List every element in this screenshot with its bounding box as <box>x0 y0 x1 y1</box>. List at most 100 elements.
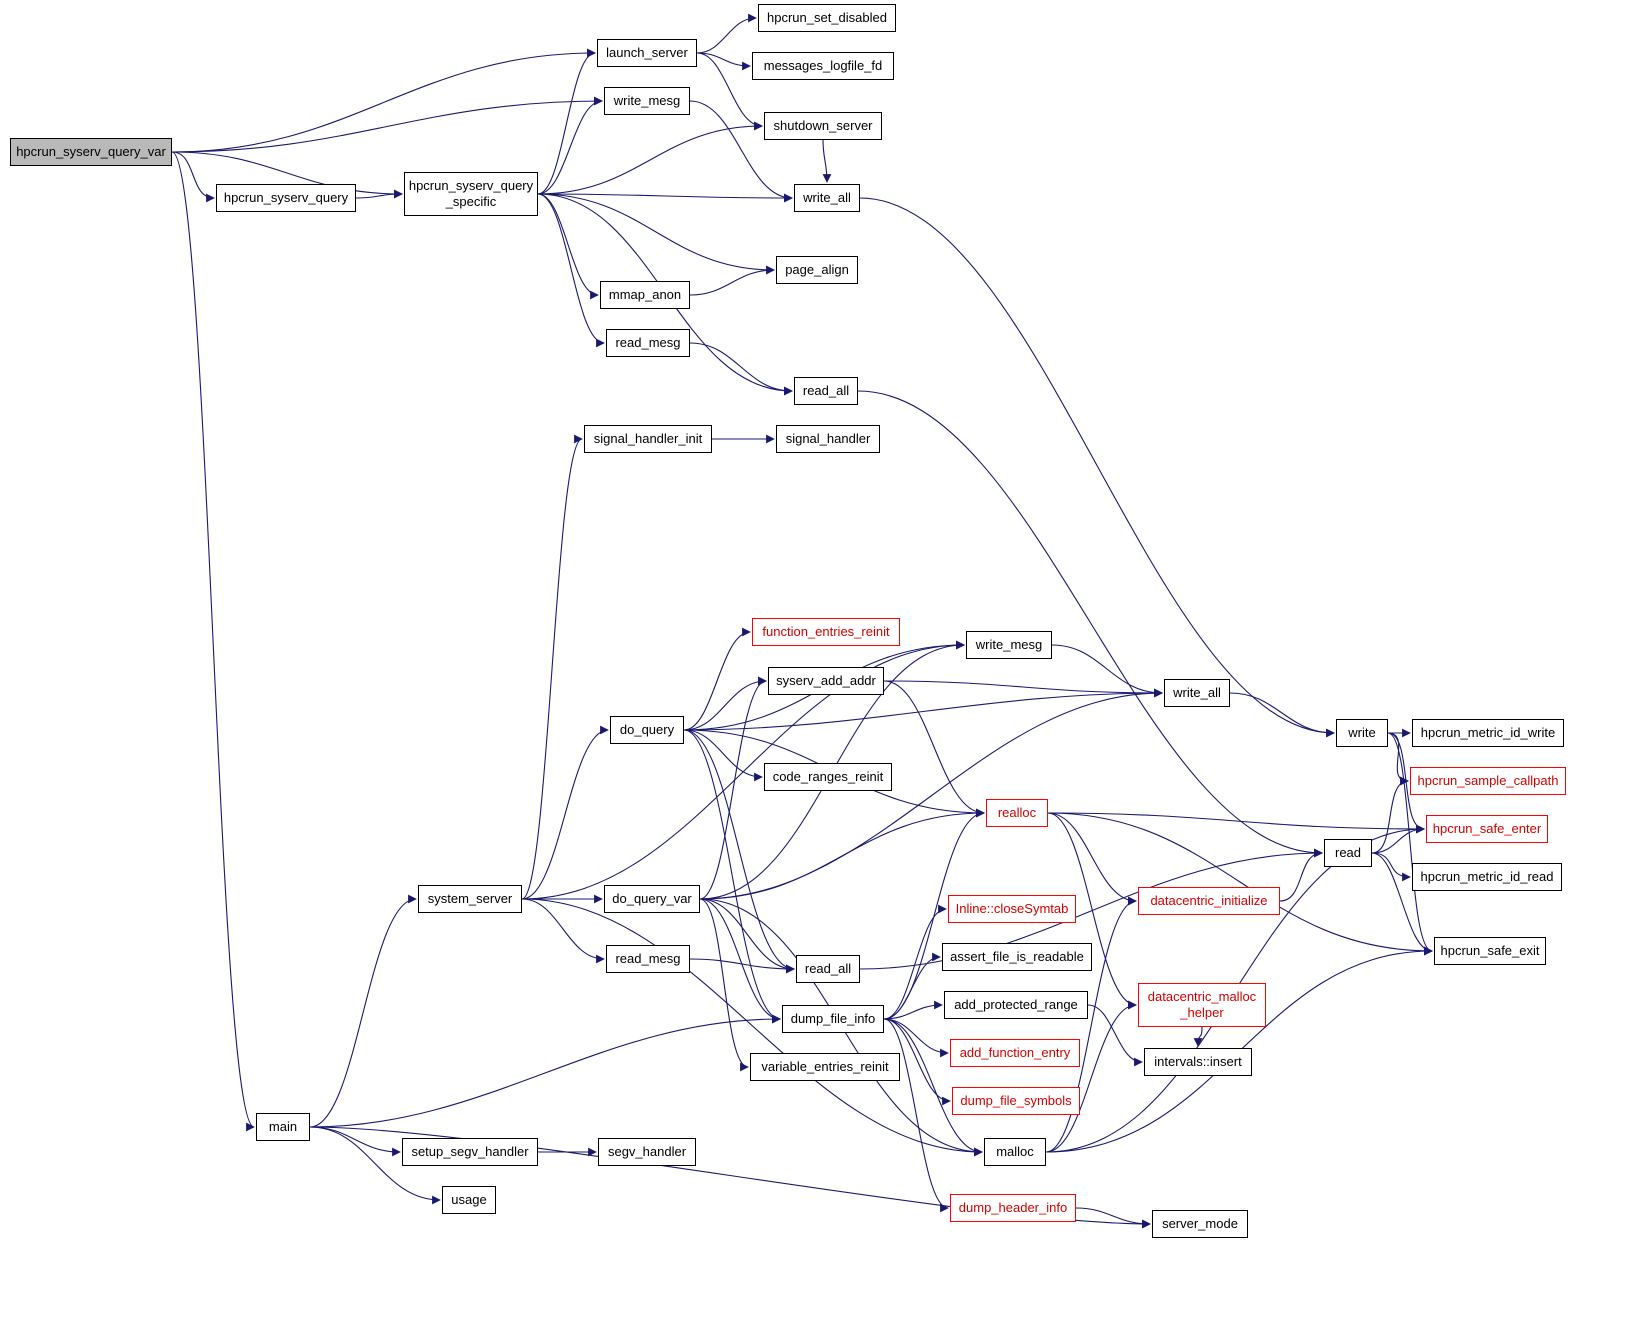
edge-do_query_var-ver <box>699 898 749 1072</box>
edge-dump_file_info-malloc <box>883 1018 983 1157</box>
edge-malloc-dc_malloc <box>1045 1000 1137 1153</box>
graph-node-safe_enter[interactable]: hpcrun_safe_enter <box>1426 815 1548 843</box>
graph-node-page_align[interactable]: page_align <box>776 256 858 284</box>
graph-node-write_all2[interactable]: write_all <box>1164 679 1230 707</box>
graph-node-read_all1[interactable]: read_all <box>794 377 858 405</box>
edge-do_query-crr <box>683 729 763 782</box>
graph-node-qvar[interactable]: hpcrun_syserv_query_var <box>10 138 172 166</box>
graph-node-add_prot[interactable]: add_protected_range <box>944 991 1088 1019</box>
edge-qspec-page_align <box>537 193 775 275</box>
edge-write-safe_exit <box>1387 732 1433 956</box>
graph-node-mmap_anon[interactable]: mmap_anon <box>600 281 690 309</box>
graph-node-write[interactable]: write <box>1336 719 1388 747</box>
edge-dump_file_info-dump_header <box>883 1018 949 1213</box>
graph-node-qspec[interactable]: hpcrun_syserv_query _specific <box>404 172 538 216</box>
graph-node-ver[interactable]: variable_entries_reinit <box>750 1053 900 1081</box>
graph-node-sh_init[interactable]: signal_handler_init <box>584 425 712 453</box>
edge-qspec-shutdown <box>537 121 763 195</box>
graph-node-dump_file_info[interactable]: dump_file_info <box>782 1005 884 1033</box>
edge-read-sample_cp <box>1371 776 1409 854</box>
edge-write_all2-write <box>1229 692 1335 738</box>
graph-node-query[interactable]: hpcrun_syserv_query <box>216 184 356 212</box>
graph-node-dump_header[interactable]: dump_header_info <box>950 1194 1076 1222</box>
graph-node-read[interactable]: read <box>1324 839 1372 867</box>
graph-node-system_server[interactable]: system_server <box>418 885 522 913</box>
edge-realloc-dc_init <box>1047 812 1137 906</box>
edge-read_all2-read <box>859 848 1323 970</box>
graph-node-do_query_var[interactable]: do_query_var <box>604 885 700 913</box>
edge-do_query_var-dump_file_info <box>699 898 781 1024</box>
edge-qspec-launch_server <box>537 48 596 195</box>
graph-node-sample_cp[interactable]: hpcrun_sample_callpath <box>1410 767 1566 795</box>
edge-main-usage <box>309 1126 441 1205</box>
edge-dump_file_info-realloc <box>883 808 985 1020</box>
graph-node-dump_syms[interactable]: dump_file_symbols <box>952 1087 1080 1115</box>
edge-launch_server-shutdown <box>696 52 763 131</box>
edge-main-dump_file_info <box>309 1014 781 1128</box>
edge-read-safe_exit <box>1371 852 1433 956</box>
edge-add_addr-write_all2 <box>883 680 1163 698</box>
graph-node-read_all2[interactable]: read_all <box>796 955 860 983</box>
edge-do_query_var-write_all2 <box>699 688 1163 900</box>
edge-system_server-do_query <box>521 725 609 900</box>
edge-malloc-dc_init <box>1045 896 1137 1153</box>
edge-write_mesg1-write_all1 <box>689 100 793 203</box>
graph-node-malloc[interactable]: malloc <box>984 1138 1046 1166</box>
graph-node-intervals_insert[interactable]: intervals::insert <box>1144 1048 1252 1076</box>
edge-do_query-read_all2 <box>683 729 795 974</box>
edge-do_query-write_all2 <box>683 688 1163 731</box>
graph-node-dc_init[interactable]: datacentric_initialize <box>1138 887 1280 915</box>
graph-node-shutdown[interactable]: shutdown_server <box>764 112 882 140</box>
graph-node-logfile_fd[interactable]: messages_logfile_fd <box>752 52 894 80</box>
graph-node-write_mesg1[interactable]: write_mesg <box>604 87 690 115</box>
graph-node-set_disabled[interactable]: hpcrun_set_disabled <box>758 4 896 32</box>
edge-do_query-add_addr <box>683 676 767 731</box>
graph-node-safe_exit[interactable]: hpcrun_safe_exit <box>1434 937 1546 965</box>
edge-qvar-launch_server <box>171 48 596 153</box>
graph-node-add_addr[interactable]: syserv_add_addr <box>768 667 884 695</box>
edge-realloc-safe_enter <box>1047 812 1425 834</box>
edge-read_all1-read <box>857 390 1323 858</box>
edge-dc_init-read <box>1279 848 1323 902</box>
graph-node-read_mesg1[interactable]: read_mesg <box>606 329 690 357</box>
graph-node-launch_server[interactable]: launch_server <box>597 39 697 67</box>
graph-node-segv_handler[interactable]: segv_handler <box>598 1138 696 1166</box>
graph-node-realloc[interactable]: realloc <box>986 799 1048 827</box>
graph-node-main[interactable]: main <box>256 1113 310 1141</box>
graph-node-usage[interactable]: usage <box>442 1186 496 1214</box>
graph-node-closeSymtab[interactable]: Inline::closeSymtab <box>948 895 1076 923</box>
graph-node-sig_handler[interactable]: signal_handler <box>776 425 880 453</box>
graph-node-assert_readable[interactable]: assert_file_is_readable <box>942 943 1092 971</box>
graph-node-add_func[interactable]: add_function_entry <box>950 1039 1080 1067</box>
graph-node-write_mesg2[interactable]: write_mesg <box>966 631 1052 659</box>
edge-do_query_var-read_all2 <box>699 898 795 974</box>
graph-node-do_query[interactable]: do_query <box>610 716 684 744</box>
edge-system_server-sh_init <box>521 434 583 900</box>
graph-node-dc_malloc[interactable]: datacentric_malloc _helper <box>1138 983 1266 1027</box>
edge-dump_file_info-add_func <box>883 1018 949 1058</box>
graph-node-crr[interactable]: code_ranges_reinit <box>764 763 892 791</box>
edge-launch_server-logfile_fd <box>696 52 751 71</box>
edge-add_prot-intervals_insert <box>1087 1004 1143 1067</box>
edge-write_all1-write <box>859 197 1335 738</box>
graph-node-write_all1[interactable]: write_all <box>794 184 860 212</box>
graph-node-server_mode[interactable]: server_mode <box>1152 1210 1248 1238</box>
edge-read_mesg1-read_all1 <box>689 342 793 396</box>
edge-qspec-write_mesg1 <box>537 96 603 195</box>
graph-node-setup_segv[interactable]: setup_segv_handler <box>402 1138 538 1166</box>
edge-system_server-read_mesg2 <box>521 898 605 964</box>
edge-qvar-qspec <box>171 151 403 199</box>
edge-read-mid_read <box>1371 852 1411 882</box>
graph-node-read_mesg2[interactable]: read_mesg <box>606 945 690 973</box>
edge-dump_file_info-add_prot <box>883 1000 943 1020</box>
edge-main-system_server <box>309 894 417 1128</box>
graph-node-mid_write[interactable]: hpcrun_metric_id_write <box>1412 719 1564 747</box>
edge-qspec-read_mesg1 <box>537 193 605 348</box>
edge-do_query_var-add_addr <box>699 676 767 900</box>
edge-add_addr-realloc <box>883 680 985 818</box>
edge-write_mesg2-write_all2 <box>1051 644 1163 698</box>
graph-node-mid_read[interactable]: hpcrun_metric_id_read <box>1412 863 1562 891</box>
graph-node-fer[interactable]: function_entries_reinit <box>752 618 900 646</box>
edge-realloc-dc_malloc <box>1047 812 1137 1010</box>
